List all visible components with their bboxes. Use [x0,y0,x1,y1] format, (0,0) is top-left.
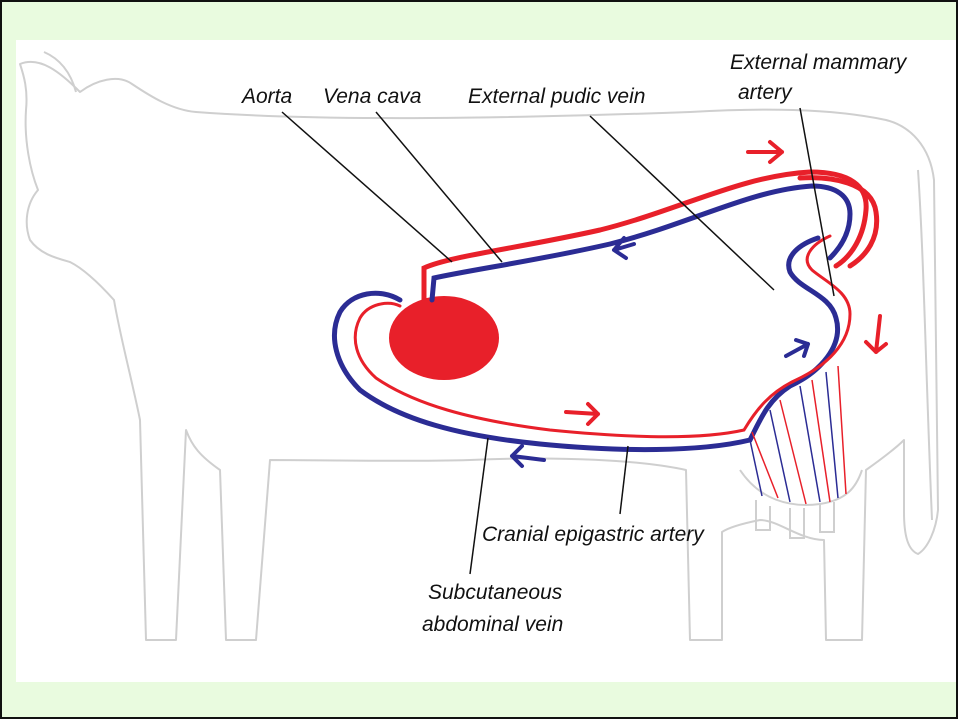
leader-external-mammary-artery [800,108,834,296]
leader-vena-cava [376,112,502,262]
vena-cava-vessel [432,186,850,300]
leader-cranial-epigastric-artery [620,446,628,514]
cow-tail-outline [918,170,932,520]
leader-external-pudic-vein [590,116,774,290]
label-external-mammary-artery-line1: External mammary [730,50,906,75]
flow-arrow-red-right [866,316,886,352]
leader-aorta [282,112,452,262]
label-subcutaneous-abdominal-vein-line2: abdominal vein [422,612,563,637]
heart [389,296,499,380]
flow-arrow-red-top [748,142,782,162]
flow-arrow-red-belly [566,404,598,424]
leader-lines [282,108,834,574]
label-vena-cava: Vena cava [323,84,421,109]
cow-ear-outline [44,52,76,92]
label-external-pudic-vein: External pudic vein [468,84,645,109]
udder-branches [750,366,846,504]
flow-arrow-blue-belly [512,446,544,466]
flow-arrow-blue-right [786,340,808,356]
label-subcutaneous-abdominal-vein-line1: Subcutaneous [428,580,562,605]
label-cranial-epigastric-artery: Cranial epigastric artery [482,522,704,547]
leader-subcutaneous-abdominal-vein [470,438,488,574]
label-aorta: Aorta [242,84,292,109]
label-external-mammary-artery-line2: artery [738,80,792,105]
